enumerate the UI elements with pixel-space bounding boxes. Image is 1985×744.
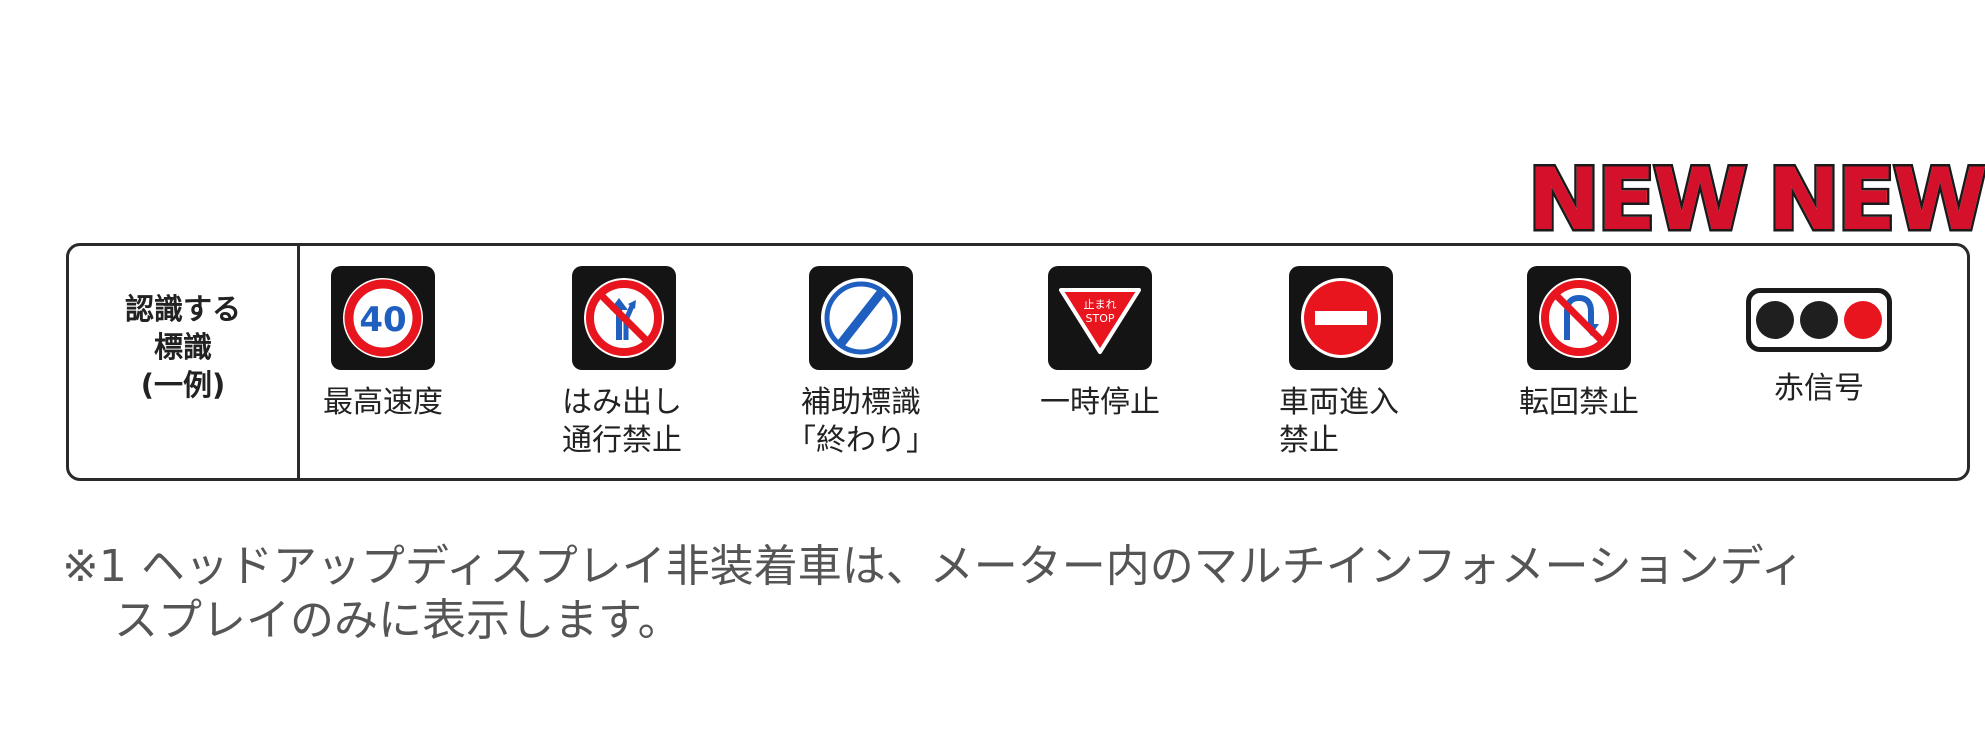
sign-label-line: 一時停止	[1040, 385, 1160, 420]
sign-label: 一時停止	[990, 384, 1210, 422]
sign-label-line: 通行禁止	[562, 423, 682, 458]
stop-sign-icon: 止まれ STOP	[1048, 266, 1152, 370]
sign-label: はみ出し 通行禁止	[514, 384, 734, 460]
lamp-off	[1800, 301, 1838, 339]
sign-label: 車両進入 禁止	[1231, 384, 1451, 460]
red-traffic-light-icon	[1746, 288, 1892, 352]
footnote-line: ※1 ヘッドアップディスプレイ非装着車は、メーター内のマルチインフォメーションデ…	[62, 541, 1805, 592]
sign-end-of-restriction: 補助標識 「終わり」	[751, 266, 971, 460]
svg-text:40: 40	[359, 300, 406, 340]
sign-label-line: 車両進入	[1279, 385, 1399, 420]
no-entry-sign-icon	[1289, 266, 1393, 370]
no-u-turn-sign-icon	[1527, 266, 1631, 370]
svg-text:STOP: STOP	[1086, 312, 1115, 325]
sign-no-entry: 車両進入 禁止	[1231, 266, 1451, 460]
sign-no-u-turn: 転回禁止	[1469, 266, 1689, 422]
header-line: 認識する	[124, 292, 241, 326]
footnote-line: スプレイのみに表示します。	[114, 595, 682, 646]
end-of-restriction-sign-icon	[809, 266, 913, 370]
sign-label-line: 「終わり」	[786, 423, 936, 458]
sign-label: 赤信号	[1709, 370, 1929, 408]
sign-no-overtaking: はみ出し 通行禁止	[514, 266, 734, 460]
sign-label: 補助標識 「終わり」	[751, 384, 971, 460]
new-badge: NEW	[1526, 148, 1751, 253]
lamp-red	[1844, 301, 1882, 339]
sign-label-line: 転回禁止	[1519, 385, 1639, 420]
column-divider	[297, 246, 300, 478]
sign-label-line: 最高速度	[323, 385, 443, 420]
new-badge: NEW	[1766, 148, 1985, 253]
sign-red-light: 赤信号	[1709, 266, 1929, 408]
sign-label: 転回禁止	[1469, 384, 1689, 422]
sign-stop: 止まれ STOP 一時停止	[990, 266, 1210, 422]
no-overtaking-sign-icon	[572, 266, 676, 370]
sign-label-line: 補助標識	[801, 385, 921, 420]
sign-label-line: 赤信号	[1774, 371, 1864, 406]
recognized-signs-table: 認識する 標識 (一例) 40 最高速度	[66, 243, 1970, 481]
lamp-off	[1756, 301, 1794, 339]
sign-label-line: はみ出し	[562, 385, 682, 420]
table-row-header: 認識する 標識 (一例)	[69, 290, 297, 404]
sign-label: 最高速度	[273, 384, 493, 422]
header-line: 標識	[153, 330, 212, 364]
sign-speed-limit: 40 最高速度	[273, 266, 493, 422]
sign-label-line: 禁止	[1279, 423, 1339, 458]
footnote: ※1 ヘッドアップディスプレイ非装着車は、メーター内のマルチインフォメーションデ…	[62, 540, 1962, 648]
svg-text:止まれ: 止まれ	[1084, 298, 1117, 311]
speed-limit-40-sign-icon: 40	[331, 266, 435, 370]
header-line: (一例)	[140, 368, 226, 402]
